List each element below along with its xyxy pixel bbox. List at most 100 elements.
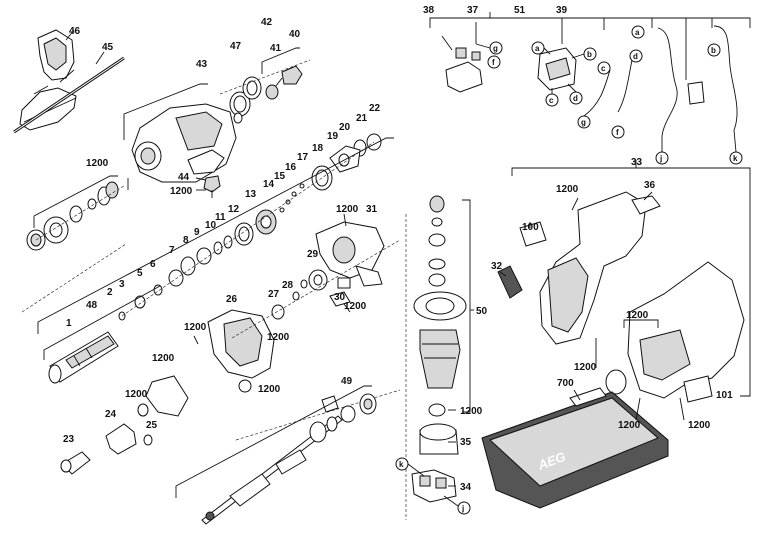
label-1: 1 <box>66 318 72 329</box>
ferrite-core <box>687 81 705 105</box>
marker-j2: j <box>461 504 464 513</box>
label-33: 33 <box>631 157 643 168</box>
marker-a2: a <box>635 28 640 37</box>
label-13: 13 <box>245 189 257 200</box>
part-33-housing-left <box>539 191 661 345</box>
side-handle <box>19 29 77 131</box>
label-47: 47 <box>230 41 242 52</box>
label-12: 12 <box>228 204 240 215</box>
label-38: 38 <box>423 5 435 16</box>
label-1200o: 1200 <box>688 420 711 431</box>
part-41 <box>265 84 279 100</box>
marker-k2: k <box>399 460 404 469</box>
label-48: 48 <box>86 300 98 311</box>
label-100 <box>519 221 547 247</box>
label-11: 11 <box>215 212 226 223</box>
wire-c-g <box>583 69 611 117</box>
marker-g1: g <box>493 44 498 53</box>
label-27: 27 <box>268 289 280 300</box>
marker-d2: d <box>633 52 638 61</box>
label-10: 10 <box>205 220 217 231</box>
parts-27-30 <box>292 269 351 313</box>
marker-k1: k <box>733 154 738 163</box>
label-1200l: 1200 <box>626 310 649 321</box>
label-700: 700 <box>557 378 574 389</box>
part-labels: 46 45 42 47 41 40 43 38 37 51 39 1200 44… <box>63 5 733 493</box>
label-50: 50 <box>476 306 488 317</box>
part-31-flange <box>315 213 385 287</box>
part-34-brush-holder <box>411 469 457 503</box>
label-6: 6 <box>150 259 156 270</box>
label-36: 36 <box>644 180 656 191</box>
parts-23-25 <box>60 403 153 475</box>
gasket-1200 <box>145 375 189 417</box>
label-1200j: 1200 <box>460 406 483 417</box>
label-39: 39 <box>556 5 568 16</box>
label-5: 5 <box>137 268 143 279</box>
label-9: 9 <box>194 227 200 238</box>
label-35: 35 <box>460 437 472 448</box>
marker-d1: d <box>573 94 578 103</box>
gearbox-housing <box>131 103 237 183</box>
part-40 <box>281 65 303 85</box>
label-40: 40 <box>289 29 301 40</box>
label-16: 16 <box>285 162 297 173</box>
part-101-housing-right <box>627 261 745 403</box>
wire-letter-markers: a b c d g f c d a b g f j k k j <box>395 25 743 515</box>
wire-d-f <box>617 59 633 113</box>
label-51: 51 <box>514 5 526 16</box>
part-44-screw <box>203 175 221 198</box>
label-41: 41 <box>270 43 282 54</box>
label-1200f: 1200 <box>267 332 290 343</box>
label-1200e: 1200 <box>184 322 207 333</box>
label-24: 24 <box>105 409 117 420</box>
part-26-housing <box>207 304 285 393</box>
label-15: 15 <box>274 171 286 182</box>
marker-f2: f <box>616 128 619 137</box>
label-2: 2 <box>107 287 113 298</box>
label-8: 8 <box>183 235 189 246</box>
oring <box>605 369 627 395</box>
label-1200g: 1200 <box>152 353 175 364</box>
leader-lines <box>407 22 737 507</box>
label-1200i: 1200 <box>125 389 148 400</box>
part-49-shaft <box>201 393 377 525</box>
marker-c2: c <box>601 64 606 73</box>
marker-a1: a <box>535 44 540 53</box>
label-44: 44 <box>178 172 190 183</box>
label-43: 43 <box>196 59 208 70</box>
label-1200n: 1200 <box>618 420 641 431</box>
front-chuck-group <box>26 181 119 251</box>
label-101: 101 <box>716 390 733 401</box>
wire-a-j <box>657 27 678 137</box>
label-1200d: 1200 <box>344 301 367 312</box>
label-34: 34 <box>460 482 472 493</box>
label-1200m: 1200 <box>574 362 597 373</box>
part-39-switch <box>537 18 577 91</box>
label-25: 25 <box>146 420 158 431</box>
label-1200b: 1200 <box>170 186 193 197</box>
label-42: 42 <box>261 17 273 28</box>
label-23: 23 <box>63 434 75 445</box>
marker-f1: f <box>492 58 495 67</box>
label-14: 14 <box>263 179 275 190</box>
label-49: 49 <box>341 376 353 387</box>
label-18: 18 <box>312 143 324 154</box>
marker-c1: c <box>549 96 554 105</box>
label-22: 22 <box>369 103 381 114</box>
marker-j1: j <box>659 154 662 163</box>
label-28: 28 <box>282 280 294 291</box>
label-26: 26 <box>226 294 238 305</box>
label-19: 19 <box>327 131 339 142</box>
part-700-case: AEG www.aeg-pt.com <box>481 387 669 509</box>
label-3: 3 <box>119 279 125 290</box>
label-31: 31 <box>366 204 378 215</box>
marker-b1: b <box>587 50 592 59</box>
label-1200a: 1200 <box>86 158 109 169</box>
label-32: 32 <box>491 261 503 272</box>
label-37: 37 <box>467 5 479 16</box>
depth-rod <box>13 56 125 134</box>
part-38-terminal <box>445 47 483 93</box>
label-1200k: 1200 <box>556 184 579 195</box>
